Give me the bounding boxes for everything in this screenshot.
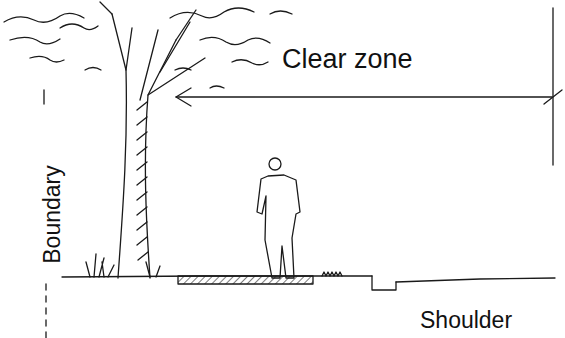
curb-symbol: [372, 276, 396, 290]
grass-tuft: [86, 254, 342, 277]
tree-canopy: [4, 8, 292, 88]
boundary-line: [45, 284, 46, 338]
sketch-label: Clear zone: [282, 46, 413, 73]
sketch-label: Shoulder: [420, 309, 512, 332]
dimension-arrow: [176, 8, 562, 165]
boundary-line: [43, 90, 44, 104]
footpath-hatch: [178, 276, 313, 284]
person-figure: [257, 158, 300, 278]
tree-trunk: [100, 2, 205, 278]
sketch-label: Boundary: [41, 159, 64, 271]
